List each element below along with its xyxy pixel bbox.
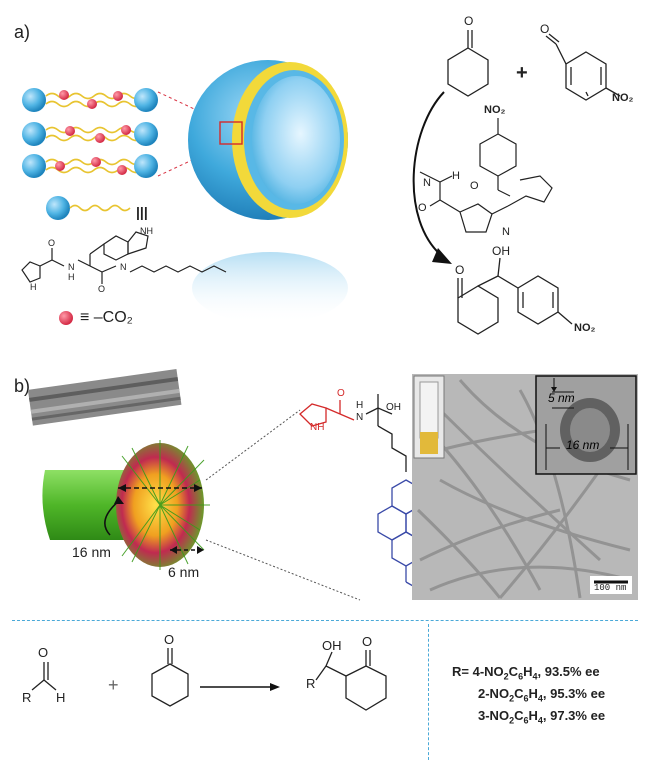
bilayer-stack	[22, 88, 158, 178]
bottom-scheme-graphic	[31, 648, 387, 711]
bottom-product-o: O	[362, 634, 373, 649]
nitrobenzaldehyde-reactant	[545, 33, 621, 101]
aldol-product	[457, 257, 573, 335]
amphiphile-h2: H	[68, 272, 75, 282]
amphiphile-o2: O	[98, 284, 106, 294]
nanotube-core-label: 6 nm	[168, 564, 200, 580]
product-oh: OH	[492, 244, 510, 258]
molecule-nh: NH	[310, 422, 325, 433]
cyclohexanone-reactant	[447, 30, 489, 97]
tem-image	[412, 374, 638, 600]
amphiphile-structure	[21, 231, 227, 284]
product-no2: NO₂	[574, 322, 596, 334]
molecule-oh: OH	[386, 402, 401, 413]
ts-o: O	[470, 180, 479, 192]
bottom-product-r: R	[306, 676, 316, 691]
molecule-h: H	[356, 400, 364, 411]
vertical-divider	[428, 624, 429, 760]
co2-legend-text: ≡ –CO₂	[80, 309, 133, 326]
reactant-no2: NO₂	[612, 92, 634, 104]
bottom-aldehyde-h: H	[56, 690, 66, 705]
bottom-aldehyde-r: R	[22, 690, 32, 705]
vesicle-sphere	[188, 60, 348, 324]
amphiphile-o1: O	[48, 238, 56, 248]
result-row-3: 3-NO2C6H4, 97.3% ee	[478, 708, 606, 726]
amphiphile-nh: NH	[140, 226, 153, 236]
bottom-product-oh: OH	[322, 638, 342, 653]
tem-inset-small	[27, 369, 182, 426]
product-o: O	[455, 263, 465, 277]
panel-a-graphic	[21, 30, 621, 335]
ts-n: N	[423, 177, 431, 189]
ts-carbonyl-o: O	[418, 202, 427, 214]
nanotube	[42, 440, 210, 570]
panel-b-zoom-lines	[205, 409, 361, 601]
reactant-o: O	[464, 14, 474, 28]
equiv-symbol: |||	[136, 204, 148, 220]
result-row-2: 2-NO2C6H4, 95.3% ee	[478, 686, 606, 704]
co2-legend-ball	[59, 311, 73, 325]
panel-b-label: b)	[14, 376, 31, 396]
bottom-aldehyde-o: O	[38, 645, 49, 660]
amphiphile-n1: N	[68, 262, 75, 272]
ts-h: H	[452, 170, 460, 182]
bottom-ketone-o: O	[164, 632, 175, 647]
result-row-1: R= 4-NO2C6H4, 93.5% ee	[452, 664, 600, 682]
bottom-plus: +	[108, 675, 119, 695]
tem-wall-label: 5 nm	[548, 391, 575, 405]
horizontal-divider	[12, 620, 638, 621]
panel-a-label: a)	[14, 22, 31, 42]
amphiphile-h1: H	[30, 282, 37, 292]
reactant-plus: +	[516, 62, 528, 84]
aldehyde-o: O	[540, 22, 550, 36]
nanotube-diameter-label: 16 nm	[72, 544, 111, 560]
molecule-o: O	[337, 388, 345, 399]
transition-state	[419, 118, 553, 233]
scale-bar-label: 100 nm	[594, 583, 627, 593]
panel-b-graphic	[27, 369, 638, 601]
reaction-arrow-head	[432, 248, 452, 264]
molecule-n: N	[356, 412, 364, 423]
amphiphile-icon	[46, 196, 131, 220]
reaction-arrow	[412, 91, 445, 257]
ts-n-plus: N	[502, 226, 510, 238]
amphiphile-n2: N	[120, 262, 127, 272]
ts-no2: NO₂	[484, 104, 506, 116]
tem-diam-label: 16 nm	[566, 438, 600, 452]
